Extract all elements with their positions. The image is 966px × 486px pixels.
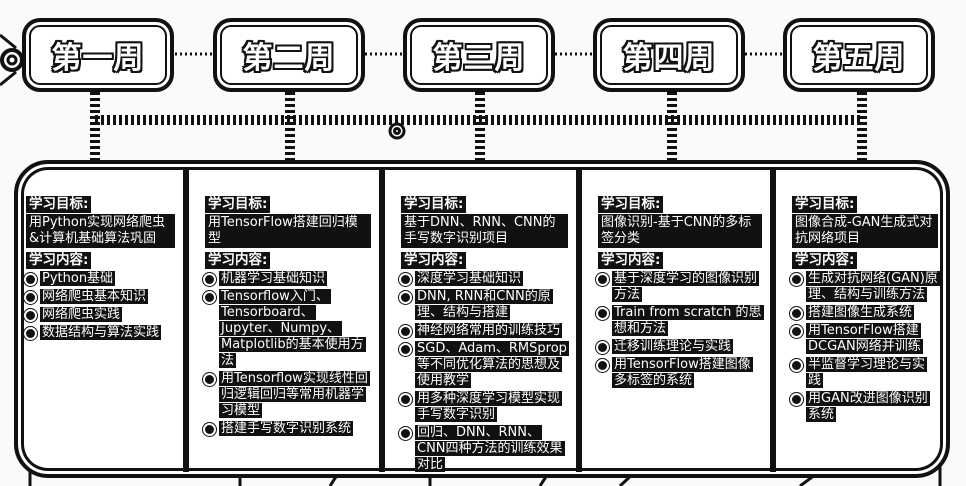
bullet-icon (598, 361, 607, 370)
bullet-icon (401, 293, 410, 302)
list-item: 用多种深度学习模型实现手写数字识别 (401, 391, 568, 423)
list-item: 搭建手写数字识别系统 (205, 421, 371, 437)
goal-label: 学习目标: (598, 196, 664, 213)
week-tab-4: 第四周 (593, 18, 745, 92)
content-list: 深度学习基础知识 DNN, RNN和CNN的原理、结构与搭建 神经网络常用的训练… (401, 271, 569, 473)
column-divider (183, 168, 189, 472)
list-item: 机器学习基础知识 (205, 271, 371, 287)
goal-text: 用TensorFlow搭建回归模型 (205, 214, 371, 248)
week-title: 第一周 (51, 41, 145, 76)
list-item: 神经网络常用的训练技巧 (401, 323, 568, 339)
week-tab-1: 第一周 (22, 18, 174, 92)
list-item: Tensorflow入门、Tensorboard、Jupyter、Numpy、M… (205, 289, 371, 369)
list-item: 用GAN改进图像识别系统 (792, 391, 938, 423)
list-item: 半监督学习理论与实践 (792, 357, 938, 389)
week-title: 第三周 (432, 41, 526, 76)
list-item: 网络爬虫基本知识 (26, 289, 175, 305)
bullet-icon (598, 309, 607, 318)
bullet-icon (792, 361, 801, 370)
bullet-icon (205, 375, 214, 384)
column-divider (770, 168, 776, 472)
column-divider (576, 168, 582, 472)
list-item: 用TensorFlow搭建图像多标签的系统 (598, 357, 762, 389)
content-label: 学习内容: (26, 252, 92, 269)
bullet-icon (401, 345, 410, 354)
list-item: 回归、DNN、RNN、CNN四种方法的训练效果对比 (401, 425, 568, 473)
bullet-icon (26, 293, 35, 302)
bullet-icon (205, 293, 214, 302)
bullet-icon (792, 395, 801, 404)
bullet-icon (792, 309, 801, 318)
list-item: DNN, RNN和CNN的原理、结构与搭建 (401, 289, 568, 321)
list-item: 数据结构与算法实践 (26, 325, 175, 341)
bullet-icon (401, 327, 410, 336)
bullet-icon (792, 275, 801, 284)
bullet-icon (401, 429, 410, 438)
content-list: 生成对抗网络(GAN)原理、结构与训练方法 搭建图像生成系统 用TensorFl… (792, 271, 940, 423)
bullet-icon (792, 327, 801, 336)
tab-drop-connectors (90, 92, 867, 165)
goal-label: 学习目标: (401, 196, 467, 213)
list-item: 生成对抗网络(GAN)原理、结构与训练方法 (792, 271, 940, 303)
bullet-icon (598, 275, 607, 284)
goal-label: 学习目标: (205, 196, 271, 213)
week-column-2: 学习目标: 用TensorFlow搭建回归模型 学习内容: 机器学习基础知识 T… (195, 180, 379, 470)
week-column-1: 学习目标: 用Python实现网络爬虫&计算机基础算法巩固 学习内容: Pyth… (16, 180, 183, 470)
week-tab-2: 第二周 (213, 18, 365, 92)
content-list: 基于深度学习的图像识别方法 Train from scratch 的思想和方法 … (598, 271, 764, 389)
week-title: 第二周 (242, 41, 336, 76)
list-item: 用TensorFlow搭建DCGAN网络并训练 (792, 323, 938, 355)
content-label: 学习内容: (598, 252, 664, 269)
goal-text: 图像合成-GAN生成式对抗网络项目 (792, 214, 938, 248)
list-item: 迁移训练理论与实践 (598, 339, 762, 355)
content-label: 学习内容: (401, 252, 467, 269)
content-list: 机器学习基础知识 Tensorflow入门、Tensorboard、Jupyte… (205, 271, 371, 437)
week-column-4: 学习目标: 图像识别-基于CNN的多标签分类 学习内容: 基于深度学习的图像识别… (588, 180, 770, 470)
goal-label: 学习目标: (26, 196, 92, 213)
week-title: 第五周 (812, 41, 906, 76)
bullet-icon (205, 425, 214, 434)
week-tab-5: 第五周 (783, 18, 935, 92)
goal-text: 基于DNN、RNN、CNN的手写数字识别项目 (401, 214, 568, 248)
bullet-icon (401, 275, 410, 284)
bullet-icon (598, 343, 607, 352)
goal-label: 学习目标: (792, 196, 858, 213)
list-item: 基于深度学习的图像识别方法 (598, 271, 762, 303)
bullet-icon (401, 395, 410, 404)
bullet-icon (26, 311, 35, 320)
week-column-3: 学习目标: 基于DNN、RNN、CNN的手写数字识别项目 学习内容: 深度学习基… (391, 180, 576, 473)
content-list: Python基础 网络爬虫基本知识 网络爬虫实践 数据结构与算法实践 (26, 271, 175, 341)
week-tab-3: 第三周 (403, 18, 555, 92)
list-item: Python基础 (26, 271, 175, 287)
goal-text: 图像识别-基于CNN的多标签分类 (598, 214, 762, 248)
left-ring-ornament (0, 33, 24, 87)
week-title: 第四周 (622, 41, 716, 76)
list-item: 网络爬虫实践 (26, 307, 175, 323)
list-item: SGD、Adam、RMSprop等不同优化算法的思想及使用教学 (401, 341, 569, 389)
content-label: 学习内容: (205, 252, 271, 269)
week-column-5: 学习目标: 图像合成-GAN生成式对抗网络项目 学习内容: 生成对抗网络(GAN… (782, 180, 946, 470)
list-item: Train from scratch 的思想和方法 (598, 305, 764, 337)
list-item: 搭建图像生成系统 (792, 305, 938, 321)
content-label: 学习内容: (792, 252, 858, 269)
list-item: 深度学习基础知识 (401, 271, 568, 287)
column-divider (379, 168, 385, 472)
bullet-icon (26, 329, 35, 338)
bullet-icon (26, 275, 35, 284)
list-item: 用Tensorflow实现线性回归逻辑回归等常用机器学习模型 (205, 371, 371, 419)
bullet-icon (205, 275, 214, 284)
goal-text: 用Python实现网络爬虫&计算机基础算法巩固 (26, 214, 175, 248)
center-ring-ornament (388, 122, 406, 140)
